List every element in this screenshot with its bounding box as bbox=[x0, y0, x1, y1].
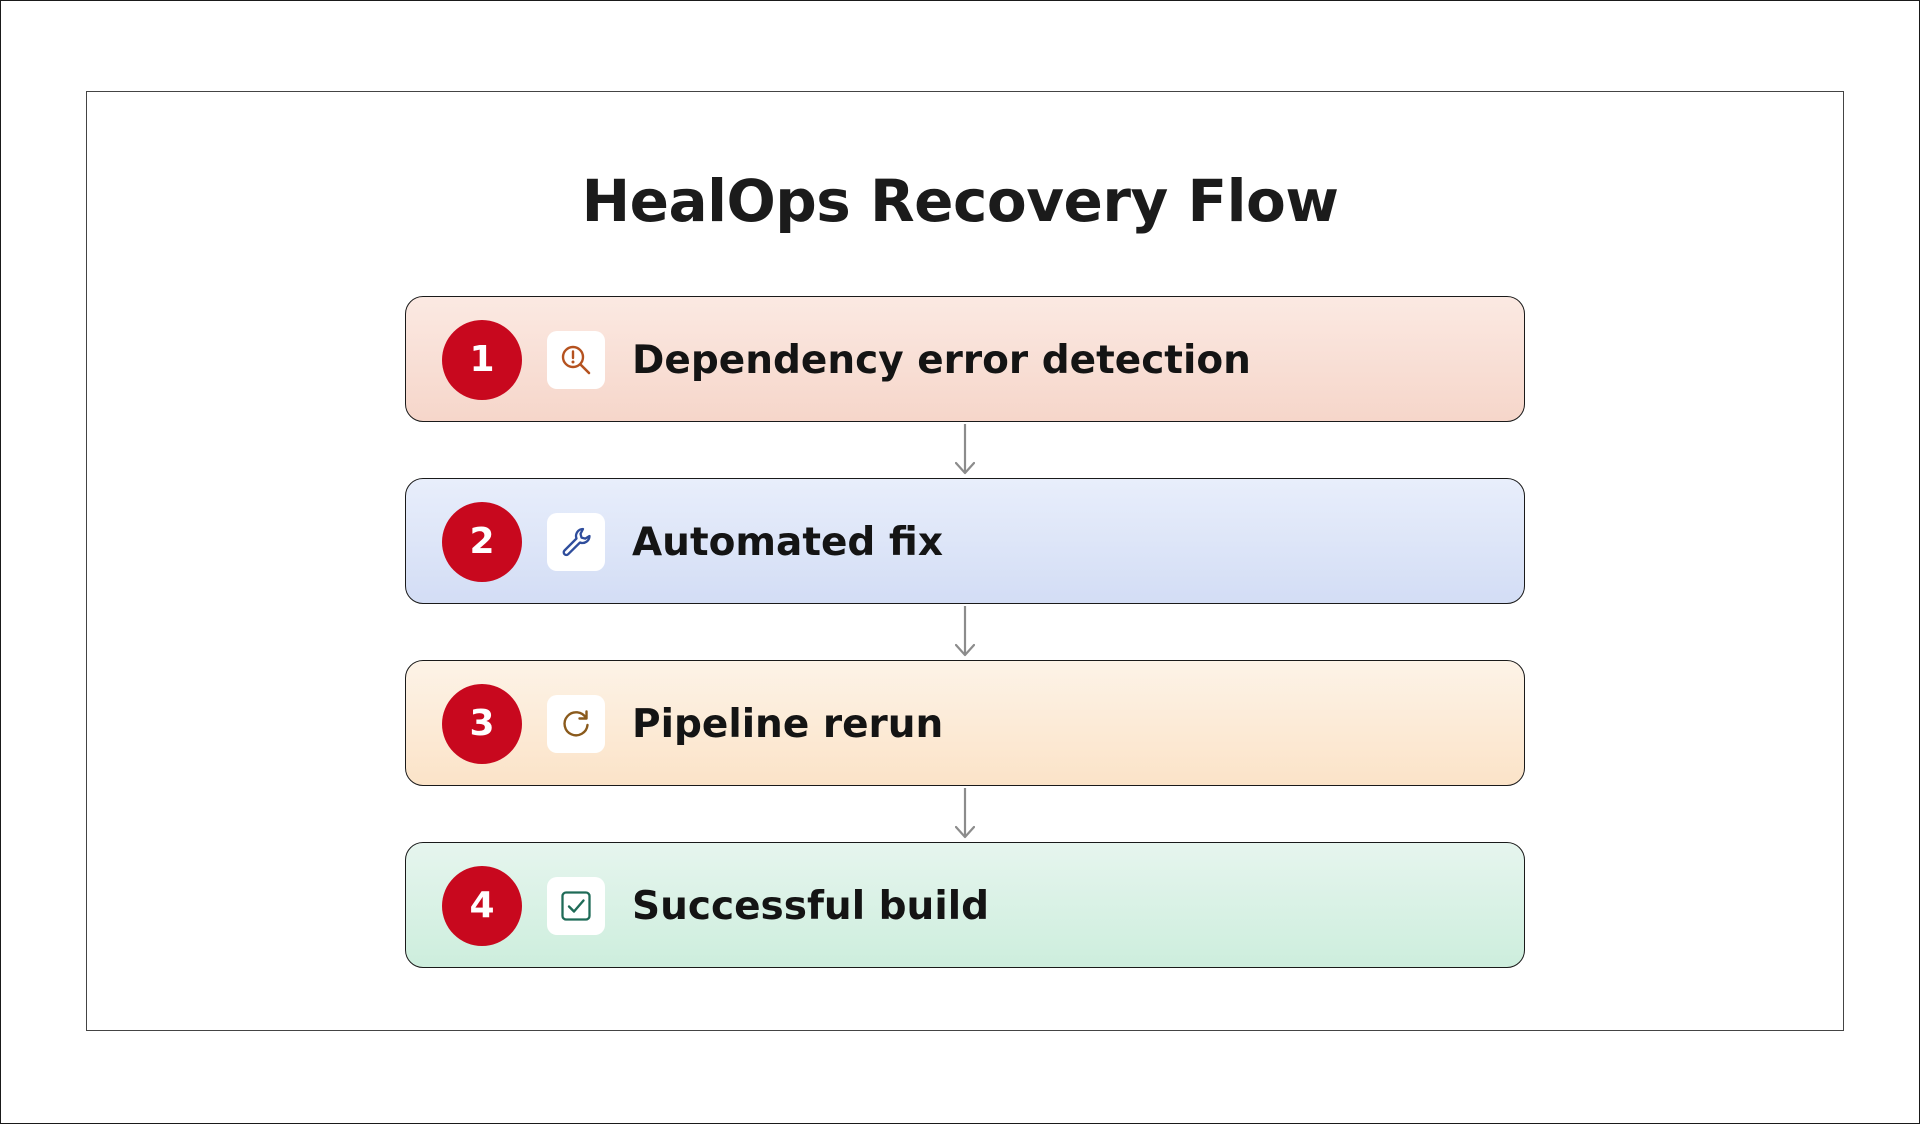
step-number-badge: 2 bbox=[442, 502, 522, 582]
step-number-badge: 4 bbox=[442, 866, 522, 946]
step-label: Automated fix bbox=[632, 519, 943, 565]
step-number-badge: 1 bbox=[442, 320, 522, 400]
step-pipeline-rerun: 3 Pipeline rerun bbox=[405, 660, 1525, 786]
wrench-icon bbox=[547, 513, 605, 571]
check-square-icon bbox=[547, 877, 605, 935]
refresh-icon bbox=[547, 695, 605, 753]
step-label: Successful build bbox=[632, 883, 989, 929]
diagram-title: HealOps Recovery Flow bbox=[581, 167, 1339, 235]
step-label: Pipeline rerun bbox=[632, 701, 944, 747]
step-number-badge: 3 bbox=[442, 684, 522, 764]
step-successful-build: 4 Successful build bbox=[405, 842, 1525, 968]
search-alert-icon bbox=[547, 331, 605, 389]
step-dependency-error-detection: 1 Dependency error detection bbox=[405, 296, 1525, 422]
step-automated-fix: 2 Automated fix bbox=[405, 478, 1525, 604]
flow-arrow-icon bbox=[955, 788, 975, 839]
flow-arrow-icon bbox=[955, 424, 975, 475]
flow-arrow-icon bbox=[955, 606, 975, 657]
step-label: Dependency error detection bbox=[632, 337, 1251, 383]
